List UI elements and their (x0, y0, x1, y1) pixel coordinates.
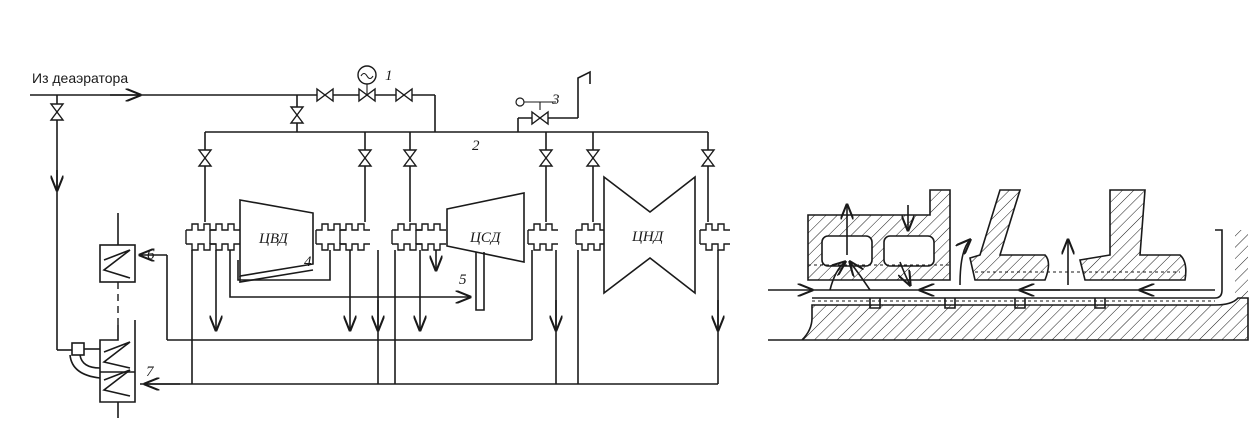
valve-icon[interactable] (395, 88, 413, 102)
lp-cylinder (603, 175, 696, 295)
rotor-body (768, 297, 1249, 341)
outer-casing-hatch (1235, 230, 1248, 298)
return-lines (140, 250, 718, 384)
stator-blade (1079, 189, 1187, 281)
callout-5: 5 (459, 272, 467, 288)
hp-cylinder (239, 199, 314, 277)
stator-blade (969, 189, 1050, 281)
valve-icon[interactable] (316, 88, 334, 102)
source-label: Из деаэратора (32, 70, 128, 86)
valve-icon[interactable] (50, 103, 64, 121)
callout-6: 6 (147, 247, 155, 263)
ip-cylinder-label: ЦСД (469, 230, 502, 246)
heat-exchanger-icon: 6 (99, 213, 155, 325)
callout-4: 4 (304, 254, 312, 270)
callout-3: 3 (551, 92, 560, 108)
valve-icon[interactable] (290, 106, 304, 124)
ip-cylinder (446, 192, 525, 263)
callout-7: 7 (146, 364, 155, 380)
heat-exchanger-icon: 7 (69, 320, 155, 418)
flow-arrows (768, 205, 1215, 290)
labyrinth-seal-section (768, 189, 1249, 341)
callout-1: 1 (385, 68, 393, 84)
steam-seal-scheme: Из деаэратора 1 2 3 (30, 65, 731, 418)
shaft-teeth (869, 298, 1106, 309)
hp-cylinder-label: ЦВД (258, 231, 289, 247)
callout-2: 2 (472, 138, 480, 154)
lp-cylinder-label: ЦНД (631, 229, 665, 245)
exhaust-stack (577, 70, 591, 118)
seal-supply-droppers (198, 132, 715, 222)
valve-icon[interactable] (531, 111, 549, 125)
